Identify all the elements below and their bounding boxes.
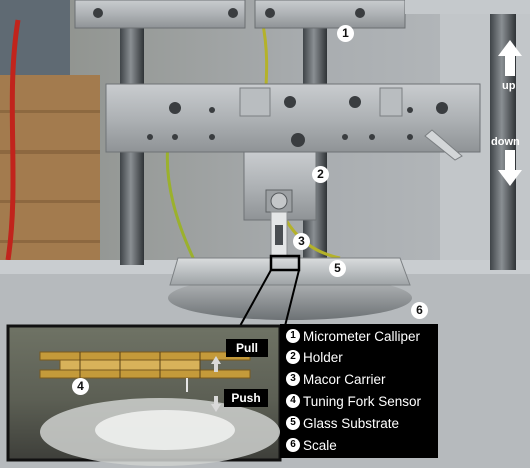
marker-3: 3 — [293, 233, 310, 250]
down-label: down — [491, 136, 520, 148]
legend-item: 6 Scale — [286, 435, 337, 455]
legend-text: Scale — [303, 437, 337, 453]
legend-number: 5 — [286, 416, 300, 430]
legend-item: 4 Tuning Fork Sensor — [286, 391, 421, 411]
legend-text: Tuning Fork Sensor — [303, 393, 422, 409]
pull-label: Pull — [226, 339, 268, 357]
legend-number: 4 — [286, 394, 300, 408]
legend-number: 3 — [286, 372, 300, 386]
marker-1: 1 — [337, 25, 354, 42]
legend-box: 1 Micrometer Calliper 2 Holder 3 Macor C… — [280, 324, 438, 458]
push-label: Push — [224, 389, 268, 407]
marker-2: 2 — [312, 166, 329, 183]
legend-item: 5 Glass Substrate — [286, 413, 399, 433]
marker-6: 6 — [411, 302, 428, 319]
marker-5: 5 — [329, 260, 346, 277]
legend-text: Micrometer Calliper — [303, 328, 421, 344]
legend-number: 1 — [286, 329, 300, 343]
up-label: up — [502, 80, 516, 92]
legend-text: Glass Substrate — [303, 415, 400, 431]
legend-text: Macor Carrier — [303, 371, 386, 387]
legend-item: 1 Micrometer Calliper — [286, 326, 420, 346]
legend-number: 2 — [286, 350, 300, 364]
legend-item: 2 Holder — [286, 347, 343, 367]
legend-number: 6 — [286, 438, 300, 452]
inset-marker-4: 4 — [72, 378, 89, 395]
legend-text: Holder — [303, 349, 343, 365]
legend-item: 3 Macor Carrier — [286, 369, 386, 389]
